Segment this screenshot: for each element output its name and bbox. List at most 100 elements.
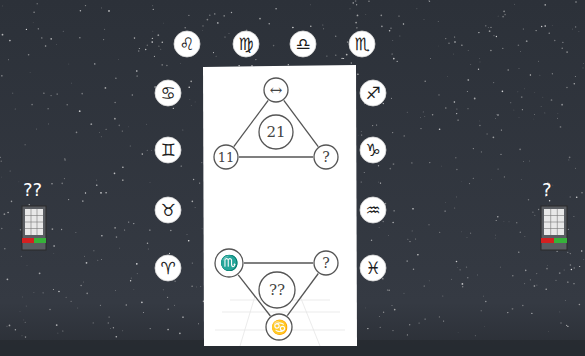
star xyxy=(555,280,556,281)
star xyxy=(23,319,25,321)
star xyxy=(510,102,511,103)
star xyxy=(538,60,540,62)
star xyxy=(518,116,520,118)
star xyxy=(536,284,538,286)
star xyxy=(356,27,357,28)
star xyxy=(542,96,544,98)
star xyxy=(522,160,524,162)
star xyxy=(552,184,554,186)
star xyxy=(114,227,116,229)
star xyxy=(520,178,522,180)
star xyxy=(138,50,140,52)
star xyxy=(544,4,546,6)
star xyxy=(137,75,138,76)
star xyxy=(349,8,350,9)
star xyxy=(474,98,476,100)
star xyxy=(163,289,164,290)
star xyxy=(407,238,409,240)
star xyxy=(456,113,457,114)
star xyxy=(562,48,563,49)
star xyxy=(152,5,154,7)
star xyxy=(399,35,401,37)
star xyxy=(390,97,392,99)
star xyxy=(454,101,456,103)
star xyxy=(310,25,312,27)
star xyxy=(150,328,151,329)
puzzle-circle: 21 xyxy=(258,114,294,150)
puzzle-value: ? xyxy=(322,150,330,164)
star xyxy=(154,86,155,87)
star xyxy=(530,74,531,75)
zodiac-glyph: ♒ xyxy=(365,202,380,219)
star xyxy=(82,200,84,202)
star xyxy=(457,119,459,121)
star xyxy=(9,40,11,42)
star xyxy=(494,237,496,239)
star xyxy=(424,116,426,118)
star xyxy=(1,161,2,162)
star xyxy=(201,228,203,230)
star xyxy=(99,131,101,133)
star xyxy=(323,28,324,29)
puzzle-circle: ? xyxy=(313,144,339,170)
star xyxy=(507,312,508,313)
star xyxy=(0,157,1,158)
star xyxy=(96,185,97,186)
star xyxy=(31,104,33,106)
star xyxy=(539,74,541,76)
star xyxy=(4,248,6,250)
star xyxy=(411,162,412,163)
star xyxy=(570,264,572,266)
star xyxy=(481,310,482,311)
star xyxy=(38,28,39,29)
star xyxy=(560,126,562,128)
star xyxy=(428,0,430,2)
star xyxy=(133,223,134,224)
star xyxy=(214,13,215,14)
star xyxy=(394,309,396,311)
triangle-side xyxy=(239,156,313,157)
star xyxy=(134,37,136,39)
star xyxy=(309,4,311,6)
star xyxy=(477,274,479,276)
star xyxy=(108,316,109,317)
star xyxy=(202,25,203,26)
star xyxy=(490,50,492,52)
star xyxy=(460,231,462,233)
star xyxy=(406,260,408,262)
star xyxy=(1,176,3,178)
star xyxy=(109,328,111,330)
star xyxy=(36,129,37,130)
star xyxy=(190,81,192,83)
star xyxy=(12,92,14,94)
star xyxy=(567,326,568,327)
star xyxy=(418,322,419,323)
zodiac-token: ♊ xyxy=(154,136,182,164)
star xyxy=(114,102,116,104)
star xyxy=(62,30,64,32)
star xyxy=(473,178,474,179)
star xyxy=(546,268,548,270)
star xyxy=(534,215,535,216)
star xyxy=(365,307,367,309)
star xyxy=(33,12,35,14)
star xyxy=(105,87,107,89)
star xyxy=(536,30,537,31)
star xyxy=(571,269,572,270)
star xyxy=(582,67,584,69)
star xyxy=(357,73,359,75)
star xyxy=(540,106,542,108)
star xyxy=(53,245,54,246)
star xyxy=(29,71,31,73)
star xyxy=(322,24,324,26)
star xyxy=(378,181,380,183)
star xyxy=(447,76,449,78)
star xyxy=(347,41,349,43)
star xyxy=(413,269,415,271)
zodiac-glyph: ♍ xyxy=(238,36,253,53)
star xyxy=(99,304,101,306)
